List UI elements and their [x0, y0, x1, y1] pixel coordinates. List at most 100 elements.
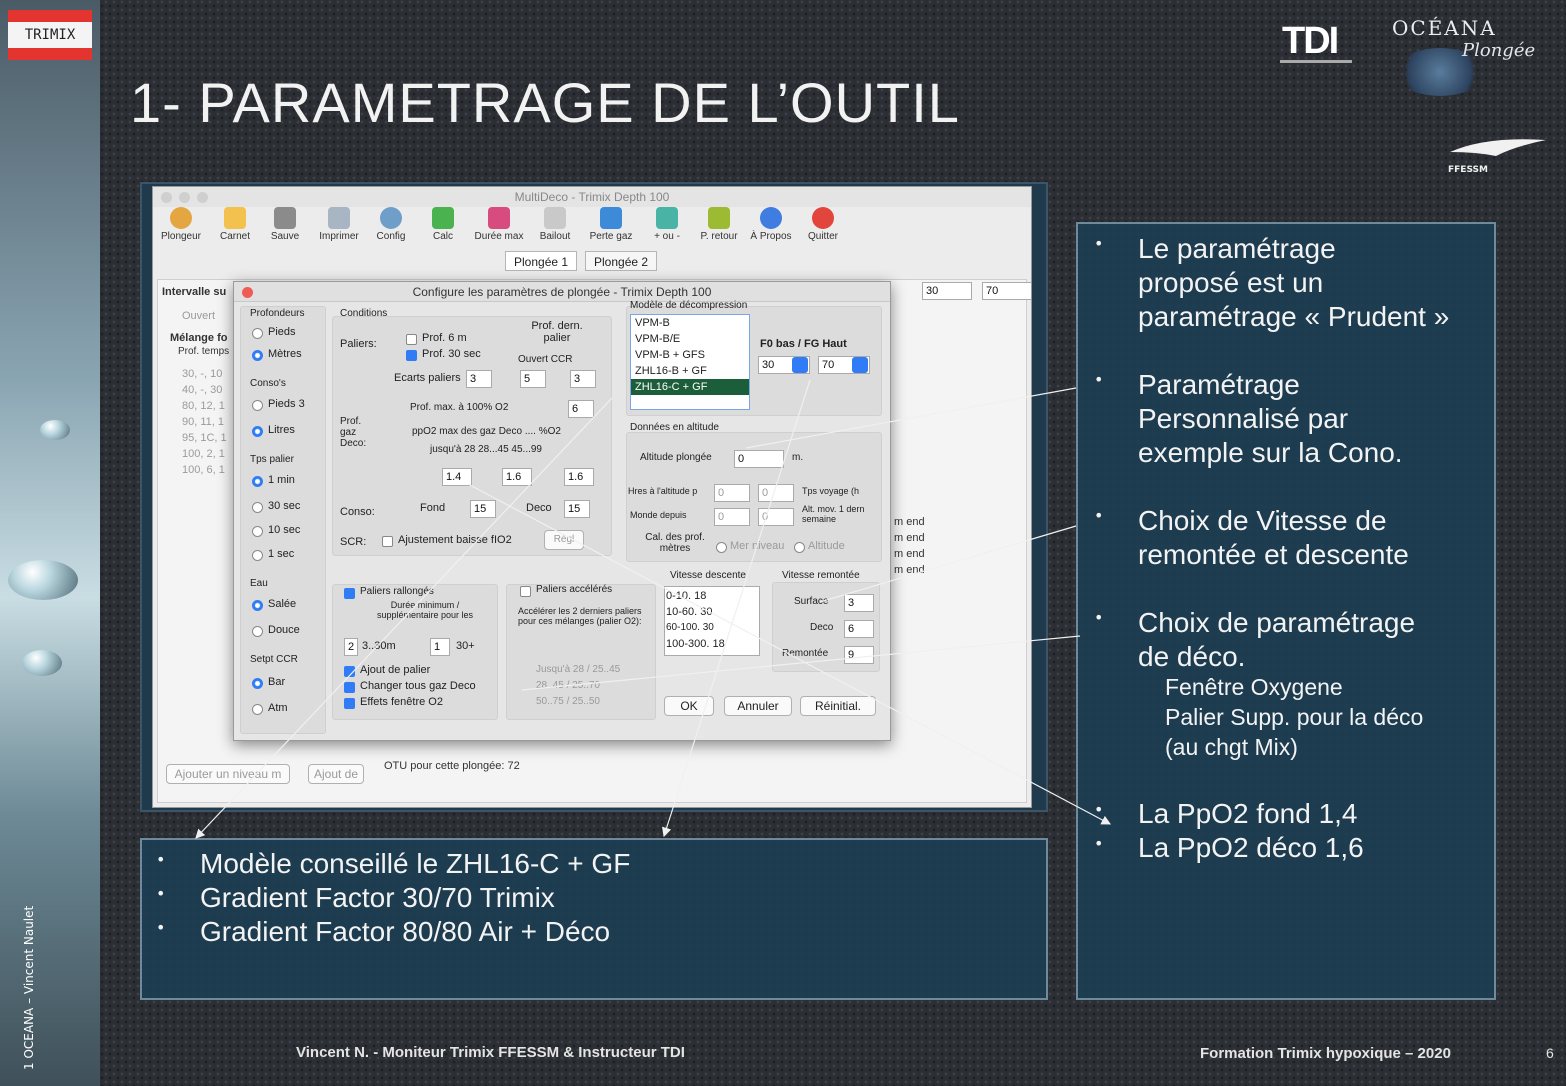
- prof6-checkbox[interactable]: [406, 334, 417, 345]
- end-label: m end: [894, 564, 925, 576]
- paliers-rallonges-checkbox[interactable]: [344, 588, 355, 599]
- add-button[interactable]: Ajout de: [308, 764, 364, 784]
- toolbar-plus-minus-button[interactable]: + ou -: [639, 205, 695, 242]
- heures-altitude-input[interactable]: 0: [714, 484, 750, 502]
- ajustement-checkbox[interactable]: [382, 536, 393, 547]
- level-row[interactable]: 40, -, 30: [182, 384, 223, 396]
- toolbar-a-propos-button[interactable]: À Propos: [743, 205, 799, 242]
- toolbar-config-button[interactable]: Config: [363, 205, 419, 242]
- metres-radio[interactable]: [252, 350, 263, 361]
- toolbar-plongeur-button[interactable]: Plongeur: [153, 205, 209, 242]
- add-level-button[interactable]: Ajouter un niveau m: [166, 764, 290, 784]
- toolbar-quitter-button[interactable]: Quitter: [795, 205, 851, 242]
- tab-plongee-2[interactable]: Plongée 2: [585, 251, 658, 271]
- dern-palier-ouvert-input[interactable]: 5: [520, 370, 546, 388]
- deco-speed-input[interactable]: 6: [844, 620, 874, 638]
- conso-deco-input[interactable]: 15: [564, 500, 590, 518]
- rallonge-2-input[interactable]: 1: [430, 638, 450, 656]
- tps-voyage-input[interactable]: 0: [758, 484, 794, 502]
- bailout-icon: [544, 207, 566, 229]
- dern-palier-ccr-input[interactable]: 3: [570, 370, 596, 388]
- ok-button[interactable]: OK: [664, 696, 714, 716]
- toolbar-duree-max-button[interactable]: Durée max: [471, 205, 527, 242]
- model-option-selected[interactable]: ZHL16-C + GF: [631, 379, 749, 395]
- alt-mov-input[interactable]: 0: [758, 508, 794, 526]
- ajout-palier-checkbox[interactable]: [344, 666, 355, 677]
- interval-value-2[interactable]: 70: [982, 282, 1031, 300]
- annuler-button[interactable]: Annuler: [724, 696, 792, 716]
- level-row[interactable]: 30, -, 10: [182, 368, 223, 380]
- tps-10sec-radio[interactable]: [252, 526, 263, 537]
- pieds-radio[interactable]: [252, 328, 263, 339]
- right-sub-item: (au chgt Mix): [1165, 734, 1298, 760]
- altitude-input[interactable]: 0: [734, 450, 784, 468]
- toolbar-perte-gaz-button[interactable]: Perte gaz: [583, 205, 639, 242]
- model-option[interactable]: VPM-B + GFS: [635, 349, 705, 361]
- changer-gaz-checkbox[interactable]: [344, 682, 355, 693]
- descente-row[interactable]: 60-100. 30: [666, 622, 714, 633]
- model-listbox[interactable]: VPM-B VPM-B/E VPM-B + GFS ZHL16-B + GF Z…: [630, 314, 750, 410]
- accel-option[interactable]: Jusqu'à 28 / 25..45: [536, 664, 621, 675]
- tps-1min-radio[interactable]: [252, 476, 263, 487]
- chevron-down-icon: [792, 357, 808, 373]
- paliers-acceleres-checkbox[interactable]: [520, 586, 531, 597]
- prof-max-input[interactable]: 6: [568, 400, 594, 418]
- accel-option[interactable]: 28..45 / 25..70: [536, 680, 600, 691]
- vitesse-remontee-label: Vitesse remontée: [782, 570, 860, 581]
- monde-input[interactable]: 0: [714, 508, 750, 526]
- accelerer-label: Accélérer les 2 derniers paliers pour ce…: [518, 606, 642, 626]
- prof30-checkbox[interactable]: [406, 350, 417, 361]
- ppo2-99-input[interactable]: 1.6: [564, 468, 594, 486]
- ppo2-45-input[interactable]: 1.6: [502, 468, 532, 486]
- interval-value-1[interactable]: 30: [922, 282, 972, 300]
- model-option[interactable]: VPM-B/E: [635, 333, 681, 345]
- tab-plongee-1[interactable]: Plongée 1: [505, 251, 578, 271]
- tps-1sec-radio[interactable]: [252, 550, 263, 561]
- level-row[interactable]: 100, 6, 1: [182, 464, 225, 476]
- accel-option[interactable]: 50..75 / 25..50: [536, 696, 600, 707]
- toolbar-bailout-button[interactable]: Bailout: [527, 205, 583, 242]
- level-row[interactable]: 80, 12, 1: [182, 400, 225, 412]
- level-row[interactable]: 100, 2, 1: [182, 448, 225, 460]
- ouvert-option[interactable]: Ouvert: [182, 310, 216, 322]
- toolbar-carnet-button[interactable]: Carnet: [207, 205, 263, 242]
- litres-radio[interactable]: [252, 426, 263, 437]
- descente-row[interactable]: 100-300. 18: [666, 638, 725, 650]
- regl-button[interactable]: Régl: [544, 530, 584, 550]
- pieds3-radio[interactable]: [252, 400, 263, 411]
- descente-row[interactable]: 0-10. 18: [666, 590, 707, 602]
- effets-o2-label: Effets fenêtre O2: [360, 696, 443, 708]
- ppo2-28-input[interactable]: 1.4: [442, 468, 472, 486]
- ecarts-label: Ecarts paliers: [394, 372, 461, 384]
- level-row[interactable]: 90, 11, 1: [182, 416, 224, 428]
- effets-o2-checkbox[interactable]: [344, 698, 355, 709]
- ecarts-input[interactable]: 3: [466, 370, 492, 388]
- douce-radio[interactable]: [252, 626, 263, 637]
- model-option[interactable]: ZHL16-B + GF: [635, 365, 707, 377]
- bar-radio[interactable]: [252, 678, 263, 689]
- rallonge-1-input[interactable]: 2: [344, 638, 358, 656]
- tdi-logo-underline: [1280, 60, 1352, 63]
- altitude-radio[interactable]: [794, 542, 805, 553]
- toolbar-p-retour-button[interactable]: P. retour: [691, 205, 747, 242]
- toolbar-sauve-button[interactable]: Sauve: [257, 205, 313, 242]
- window-zoom-button[interactable]: [197, 192, 208, 203]
- window-minimize-button[interactable]: [179, 192, 190, 203]
- salee-radio[interactable]: [252, 600, 263, 611]
- dialog-close-button[interactable]: [242, 287, 253, 298]
- descente-row[interactable]: 10-60. 30: [666, 606, 713, 618]
- level-row[interactable]: 95, 1C, 1: [182, 432, 227, 444]
- mer-niveau-radio[interactable]: [716, 542, 727, 553]
- tps-30sec-radio[interactable]: [252, 502, 263, 513]
- window-close-button[interactable]: [161, 192, 172, 203]
- remontee-input[interactable]: 9: [844, 646, 874, 664]
- surface-input[interactable]: 3: [844, 594, 874, 612]
- atm-radio[interactable]: [252, 704, 263, 715]
- toolbar-calc-button[interactable]: Calc: [415, 205, 471, 242]
- reinitial-button[interactable]: Réinitial.: [800, 696, 876, 716]
- page-title: 1- PARAMETRAGE DE L’OUTIL: [130, 71, 960, 134]
- duree-min-label: Durée minimum / supplémentaire pour les: [376, 600, 474, 620]
- model-option[interactable]: VPM-B: [635, 317, 670, 329]
- conso-fond-input[interactable]: 15: [470, 500, 496, 518]
- toolbar-imprimer-button[interactable]: Imprimer: [311, 205, 367, 242]
